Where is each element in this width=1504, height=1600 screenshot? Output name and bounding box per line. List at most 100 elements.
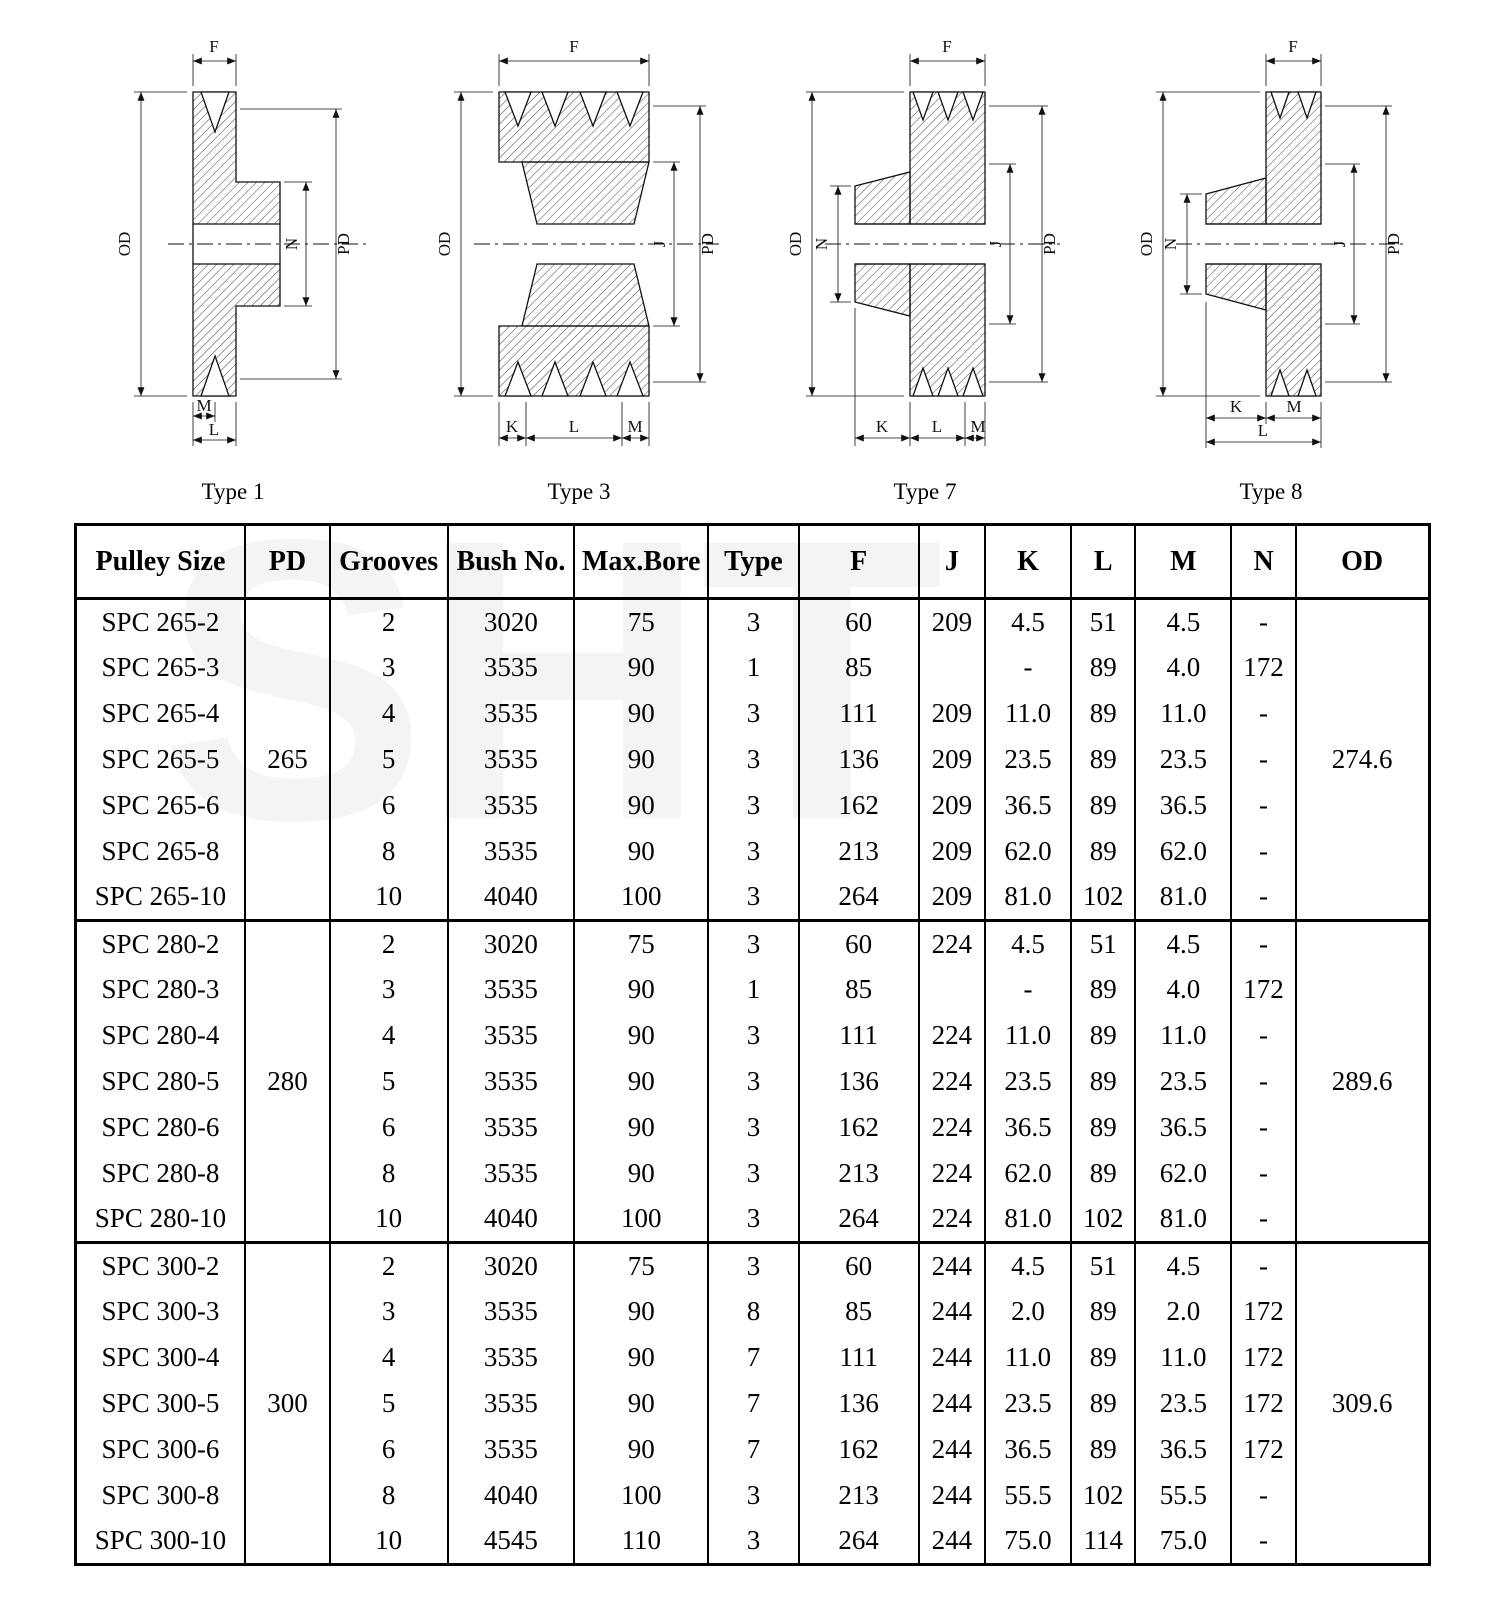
cell-m: 4.5 [1134, 597, 1232, 645]
diagram-caption: Type 8 [1239, 479, 1303, 504]
column-header-pulley-size: Pulley Size [73, 524, 246, 600]
cell-n: - [1230, 1472, 1296, 1519]
cell-j: 244 [917, 1288, 985, 1335]
cell-bush-no: 3535 [446, 644, 575, 691]
cell-max-bore: 90 [573, 1058, 709, 1105]
cell-type: 1 [707, 644, 799, 691]
dim-label-n: N [282, 238, 301, 250]
cell-f: 162 [797, 1426, 919, 1473]
dim-label-m: M [970, 417, 985, 436]
column-header-pd: PD [244, 524, 330, 600]
dim-label-pd: PD [334, 233, 353, 255]
cell-n: - [1230, 1012, 1296, 1059]
cell-grooves: 3 [328, 966, 448, 1013]
cell-m: 62.0 [1134, 1150, 1232, 1197]
cell-k: 2.0 [983, 1288, 1072, 1335]
cell-n: 172 [1230, 1334, 1296, 1381]
cell-l: 102 [1070, 874, 1136, 921]
cell-n: - [1230, 874, 1296, 921]
cell-l: 89 [1070, 966, 1136, 1013]
cell-type: 3 [707, 736, 799, 783]
cell-pulley-size: SPC 280-4 [73, 1012, 246, 1059]
cell-max-bore: 100 [573, 874, 709, 921]
cell-j: 209 [917, 597, 985, 645]
cell-n: 172 [1230, 644, 1296, 691]
cell-l: 89 [1070, 1334, 1136, 1381]
cell-k: 62.0 [983, 828, 1072, 875]
cell-j: 209 [917, 690, 985, 737]
cell-m: 2.0 [1134, 1288, 1232, 1335]
cell-max-bore: 90 [573, 1334, 709, 1381]
cell-bush-no: 3535 [446, 1012, 575, 1059]
cell-j: 224 [917, 1104, 985, 1151]
dim-label-l: L [932, 417, 942, 436]
cell-k: 11.0 [983, 1334, 1072, 1381]
cell-f: 111 [797, 1334, 919, 1381]
cell-k: 23.5 [983, 1380, 1072, 1427]
column-header-n: N [1230, 524, 1296, 600]
cell-type: 3 [707, 1241, 799, 1289]
cell-bush-no: 3535 [446, 1426, 575, 1473]
cell-grooves: 5 [328, 1058, 448, 1105]
cell-bush-no: 3020 [446, 597, 575, 645]
cell-max-bore: 90 [573, 1380, 709, 1427]
cell-bush-no: 3535 [446, 966, 575, 1013]
cell-type: 7 [707, 1426, 799, 1473]
cell-l: 89 [1070, 1288, 1136, 1335]
cell-type: 3 [707, 1518, 799, 1565]
cell-f: 213 [797, 1150, 919, 1197]
cell-pulley-size: SPC 280-3 [73, 966, 246, 1013]
cell-pulley-size: SPC 300-2 [73, 1241, 246, 1289]
cell-type: 1 [707, 966, 799, 1013]
cell-f: 162 [797, 782, 919, 829]
cell-type: 3 [707, 782, 799, 829]
cell-grooves: 4 [328, 1012, 448, 1059]
cell-n: - [1230, 597, 1296, 645]
column-header-j: J [917, 524, 985, 600]
cell-f: 60 [797, 597, 919, 645]
cell-pulley-size: SPC 300-4 [73, 1334, 246, 1381]
dim-label-f: F [942, 37, 951, 56]
cell-max-bore: 90 [573, 690, 709, 737]
column-header-m: M [1134, 524, 1232, 600]
dim-label-j: J [986, 240, 1005, 247]
cell-type: 7 [707, 1380, 799, 1427]
cell-max-bore: 90 [573, 1104, 709, 1151]
cell-grooves: 6 [328, 1104, 448, 1151]
cell-grooves: 10 [328, 874, 448, 921]
column-header-od: OD [1294, 524, 1429, 600]
cell-f: 264 [797, 874, 919, 921]
cell-l: 89 [1070, 736, 1136, 783]
cell-l: 89 [1070, 1104, 1136, 1151]
cell-od: 274.6 [1294, 597, 1429, 921]
cell-n: - [1230, 1104, 1296, 1151]
dim-label-od: OD [1137, 232, 1156, 257]
cell-max-bore: 75 [573, 919, 709, 967]
cell-max-bore: 90 [573, 828, 709, 875]
cell-type: 3 [707, 828, 799, 875]
cell-max-bore: 90 [573, 736, 709, 783]
cell-grooves: 8 [328, 1472, 448, 1519]
column-header-type: Type [707, 524, 799, 600]
cell-grooves: 6 [328, 1426, 448, 1473]
dim-label-n: N [812, 238, 831, 250]
cell-pulley-size: SPC 280-10 [73, 1196, 246, 1243]
cell-j: 244 [917, 1518, 985, 1565]
cell-l: 102 [1070, 1196, 1136, 1243]
cell-n: - [1230, 690, 1296, 737]
cell-k: 4.5 [983, 597, 1072, 645]
cell-j: 209 [917, 874, 985, 921]
diagram-caption: Type 1 [201, 479, 265, 504]
cell-pd: 280 [244, 919, 330, 1243]
